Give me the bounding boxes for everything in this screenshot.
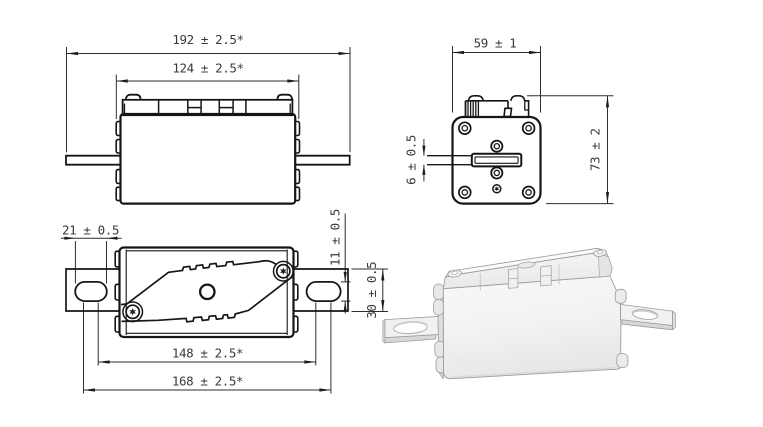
dim-text-124: 124 ± 2.5* — [172, 61, 243, 76]
fuse-element-top — [120, 259, 294, 323]
dimension-slot-width: 11 ± 0.5 — [327, 209, 351, 314]
dimension-blade-width: 30 ± 0.5 — [351, 262, 388, 319]
blade-terminals-front — [65, 154, 351, 166]
iso-front-face — [442, 275, 622, 380]
dimension-overall-height: 73 ± 2 — [527, 95, 614, 205]
fuse-body-front — [115, 112, 301, 205]
iso-left-blade — [382, 315, 441, 344]
top-view: 21 ± 0.5 11 ± 0.5 30 ± 0.5 — [60, 209, 388, 394]
side-view-top-cap — [464, 95, 530, 118]
front-view: 192 ± 2.5* 124 ± 2.5* — [65, 32, 351, 205]
dim-text-168: 168 ± 2.5* — [172, 374, 243, 389]
dim-text-192: 192 ± 2.5* — [172, 32, 243, 47]
dimension-blade-thickness: 6 ± 0.5 — [403, 135, 426, 185]
iso-right-blade — [620, 303, 676, 331]
dim-text-21: 21 ± 0.5 — [62, 223, 119, 238]
blade-edge-side — [427, 154, 473, 166]
dimension-hole-centers-min: 148 ± 2.5* — [97, 302, 317, 366]
fuse-body-top — [114, 246, 299, 339]
dim-text-59: 59 ± 1 — [474, 36, 517, 51]
dim-text-30: 30 ± 0.5 — [364, 262, 379, 319]
fuse-body-side — [451, 115, 542, 205]
mounting-slot-right — [305, 280, 342, 302]
iso-view — [382, 247, 676, 380]
dim-text-11: 11 ± 0.5 — [327, 209, 342, 266]
dimension-body-width: 59 ± 1 — [452, 36, 541, 113]
side-view: 59 ± 1 73 ± 2 6 ± 0.5 — [403, 36, 614, 205]
dim-text-6: 6 ± 0.5 — [403, 135, 418, 185]
dimension-overall-length: 192 ± 2.5* — [66, 32, 351, 153]
dimension-hole-centers-max: 168 ± 2.5* — [83, 302, 332, 394]
iso-right-tabs — [614, 288, 629, 368]
dim-text-73: 73 ± 2 — [588, 128, 603, 171]
mounting-slot-left — [74, 280, 108, 302]
fuse-lid-front — [121, 93, 294, 117]
blade-terminals-top — [65, 268, 349, 312]
center-hole — [198, 283, 216, 301]
dim-text-148: 148 ± 2.5* — [172, 346, 243, 361]
dimension-body-length: 124 ± 2.5* — [115, 61, 300, 119]
dimension-slot-length: 21 ± 0.5 — [60, 223, 122, 284]
iso-top-cover — [442, 247, 613, 291]
screw-right — [275, 263, 291, 279]
screw-left — [125, 304, 141, 320]
